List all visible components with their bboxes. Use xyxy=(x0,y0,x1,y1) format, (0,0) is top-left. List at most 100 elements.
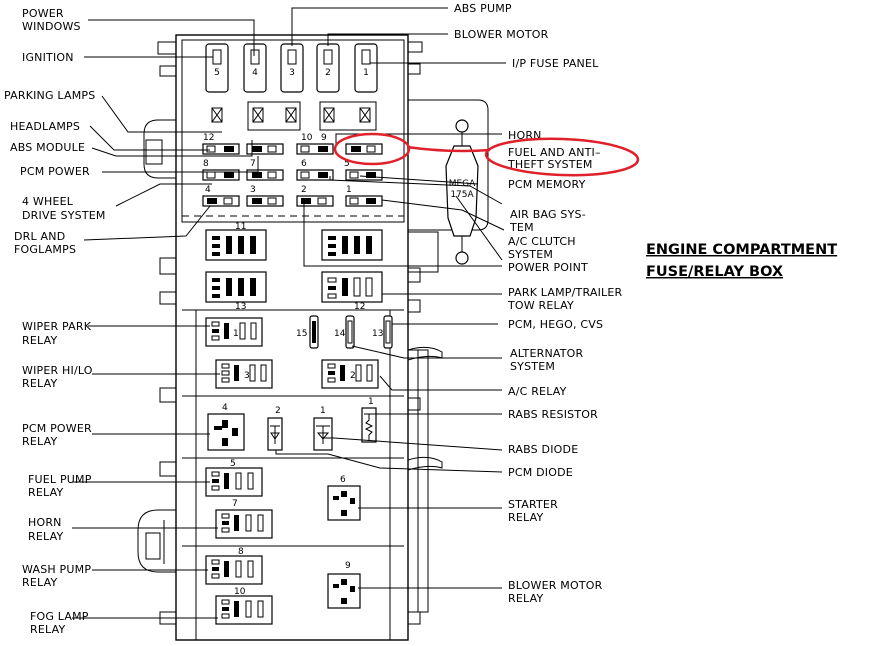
label-fuel-anti-theft-2: THEFT SYSTEM xyxy=(507,158,593,171)
maxi-fuse-4-number: 4 xyxy=(252,68,258,78)
relay-wiper-hilo[interactable]: 3 xyxy=(215,359,273,389)
maxi-fuse-2-number: 2 xyxy=(325,68,331,78)
mini-fuse-2-number: 2 xyxy=(301,185,307,195)
label-pcm-power: PCM POWER xyxy=(20,165,90,178)
rabs-diode-number: 1 xyxy=(320,406,326,416)
label-drl-1: DRL AND xyxy=(14,230,65,243)
label-power-point: POWER POINT xyxy=(508,261,588,274)
title-line-1: ENGINE COMPARTMENT xyxy=(646,242,837,258)
mini-fuse-7[interactable]: 7 xyxy=(246,159,284,181)
label-headlamps: HEADLAMPS xyxy=(10,120,80,133)
mini-fuse-6-number: 6 xyxy=(301,159,307,169)
mini-fuse-12[interactable]: 12 xyxy=(202,133,240,155)
mini-fuse-5-number: 5 xyxy=(344,159,350,169)
relay-blower-motor-number: 9 xyxy=(345,561,351,571)
leader-lines xyxy=(72,7,506,619)
mini-fuse-4[interactable]: 4 xyxy=(202,185,240,207)
labels-left: POWER WINDOWS IGNITION PARKING LAMPS HEA… xyxy=(4,7,106,636)
relay-pcm-power-number: 4 xyxy=(222,403,228,413)
mini-fuses: 12 10 9 8 7 6 xyxy=(202,133,383,207)
relay-wiper-park-number: 1 xyxy=(233,329,239,339)
relay-pcm-power[interactable]: 4 xyxy=(207,403,245,451)
red-highlight-annotation xyxy=(333,132,640,177)
mini-fuse-2[interactable]: 2 xyxy=(296,185,334,207)
maxi-fuse-5-number: 5 xyxy=(214,68,220,78)
mini-fuse-3[interactable]: 3 xyxy=(246,185,284,207)
relay-11b[interactable] xyxy=(321,229,383,261)
label-drl-2: FOGLAMPS xyxy=(14,243,76,256)
mini-fuse-3-number: 3 xyxy=(250,185,256,195)
mini-fuse-6[interactable]: 6 xyxy=(296,159,334,181)
label-alternator-2: SYSTEM xyxy=(510,360,555,373)
label-fuel-anti-theft-1: FUEL AND ANTI– xyxy=(508,146,601,159)
mini-fuse-9[interactable]: 9 xyxy=(321,133,383,155)
label-fog-lamp-2: RELAY xyxy=(30,623,65,636)
cartridge-fuse-14[interactable]: 14 xyxy=(334,315,355,349)
relay-fuel-pump-number: 5 xyxy=(230,459,236,469)
label-4wd-1: 4 WHEEL xyxy=(22,195,74,208)
maxi-fuse-4[interactable]: 4 xyxy=(243,43,267,93)
relay-ac[interactable]: 2 xyxy=(321,359,379,389)
label-park-lamp-1: PARK LAMP/TRAILER xyxy=(508,286,623,299)
label-alternator-1: ALTERNATOR xyxy=(510,347,584,360)
label-fuel-pump-2: RELAY xyxy=(28,486,63,499)
relay-fog-lamp[interactable]: 10 xyxy=(215,587,273,625)
relay-starter[interactable]: 6 xyxy=(327,475,361,521)
relay-13-upper[interactable]: 13 xyxy=(205,271,267,312)
cartridge-fuse-15[interactable]: 15 xyxy=(296,315,319,349)
relay-blower-motor[interactable]: 9 xyxy=(327,561,361,609)
label-pcm-power-relay-1: PCM POWER xyxy=(22,422,92,435)
highlight-ellipse-label xyxy=(484,137,640,177)
relay-horn[interactable]: 7 xyxy=(215,499,273,539)
rabs-resistor-number: 1 xyxy=(368,397,374,407)
cartridge-fuse-13[interactable]: 13 xyxy=(372,315,393,349)
maxi-fuse-1[interactable]: 1 xyxy=(354,43,378,93)
label-blower-relay-1: BLOWER MOTOR xyxy=(508,579,603,592)
label-ac-clutch-2: SYSTEM xyxy=(508,248,553,261)
label-pcm-memory: PCM MEMORY xyxy=(508,178,586,191)
label-blower-relay-2: RELAY xyxy=(508,592,543,605)
relay-12-upper[interactable]: 12 xyxy=(321,271,383,312)
mini-fuse-1-number: 1 xyxy=(346,185,352,195)
relay-wash-pump[interactable]: 8 xyxy=(205,547,263,585)
relay-wash-pump-number: 8 xyxy=(238,547,244,557)
relay-fuel-pump[interactable]: 5 xyxy=(205,459,263,497)
labels-right: ABS PUMP BLOWER MOTOR I/P FUSE PANEL HOR… xyxy=(454,2,623,605)
mini-fuse-8[interactable]: 8 xyxy=(202,159,240,181)
relay-wiper-hilo-number: 3 xyxy=(244,371,250,381)
pcm-diode[interactable]: 2 xyxy=(267,406,283,451)
label-horn-relay-2: RELAY xyxy=(28,530,63,543)
relays-upper: 11 13 12 xyxy=(205,222,383,312)
relay-wiper-park[interactable]: 1 xyxy=(205,317,263,347)
label-ac-clutch-1: A/C CLUTCH xyxy=(508,235,576,248)
relay-11a[interactable]: 11 xyxy=(205,222,267,261)
maxi-fuse-3[interactable]: 3 xyxy=(280,43,304,93)
label-pcm-diode: PCM DIODE xyxy=(508,466,573,479)
maxi-fuse-2[interactable]: 2 xyxy=(316,43,340,93)
relay-13-number: 13 xyxy=(235,302,246,312)
label-4wd-2: DRIVE SYSTEM xyxy=(22,209,106,222)
label-rabs-diode: RABS DIODE xyxy=(508,443,578,456)
label-ip-fuse-panel: I/P FUSE PANEL xyxy=(512,57,599,70)
cartridge-fuse-15-number: 15 xyxy=(296,329,307,339)
label-starter-1: STARTER xyxy=(508,498,558,511)
relay-fog-lamp-number: 10 xyxy=(234,587,246,597)
rabs-resistor[interactable]: 1 xyxy=(361,397,377,443)
fuse-box-housing xyxy=(137,34,489,641)
mini-fuse-10[interactable]: 10 xyxy=(296,133,334,155)
relay-starter-number: 6 xyxy=(340,475,346,485)
mini-fuse-5[interactable]: 5 xyxy=(344,159,383,181)
mini-fuse-4-number: 4 xyxy=(205,185,211,195)
mega-fuse[interactable]: MEGA 175A xyxy=(445,119,479,265)
mega-fuse-rating: 175A xyxy=(450,190,474,200)
label-rabs-resistor: RABS RESISTOR xyxy=(508,408,598,421)
label-horn-relay-1: HORN xyxy=(28,516,62,529)
maxi-fuse-5[interactable]: 5 xyxy=(205,43,229,123)
mini-fuse-11[interactable] xyxy=(246,143,284,155)
rabs-diode[interactable]: 1 xyxy=(313,406,333,451)
cartridge-fuse-13-number: 13 xyxy=(372,329,383,339)
diagram-title: ENGINE COMPARTMENT FUSE/RELAY BOX xyxy=(646,242,837,280)
label-abs-pump: ABS PUMP xyxy=(454,2,512,15)
mini-fuse-1[interactable]: 1 xyxy=(345,185,383,207)
